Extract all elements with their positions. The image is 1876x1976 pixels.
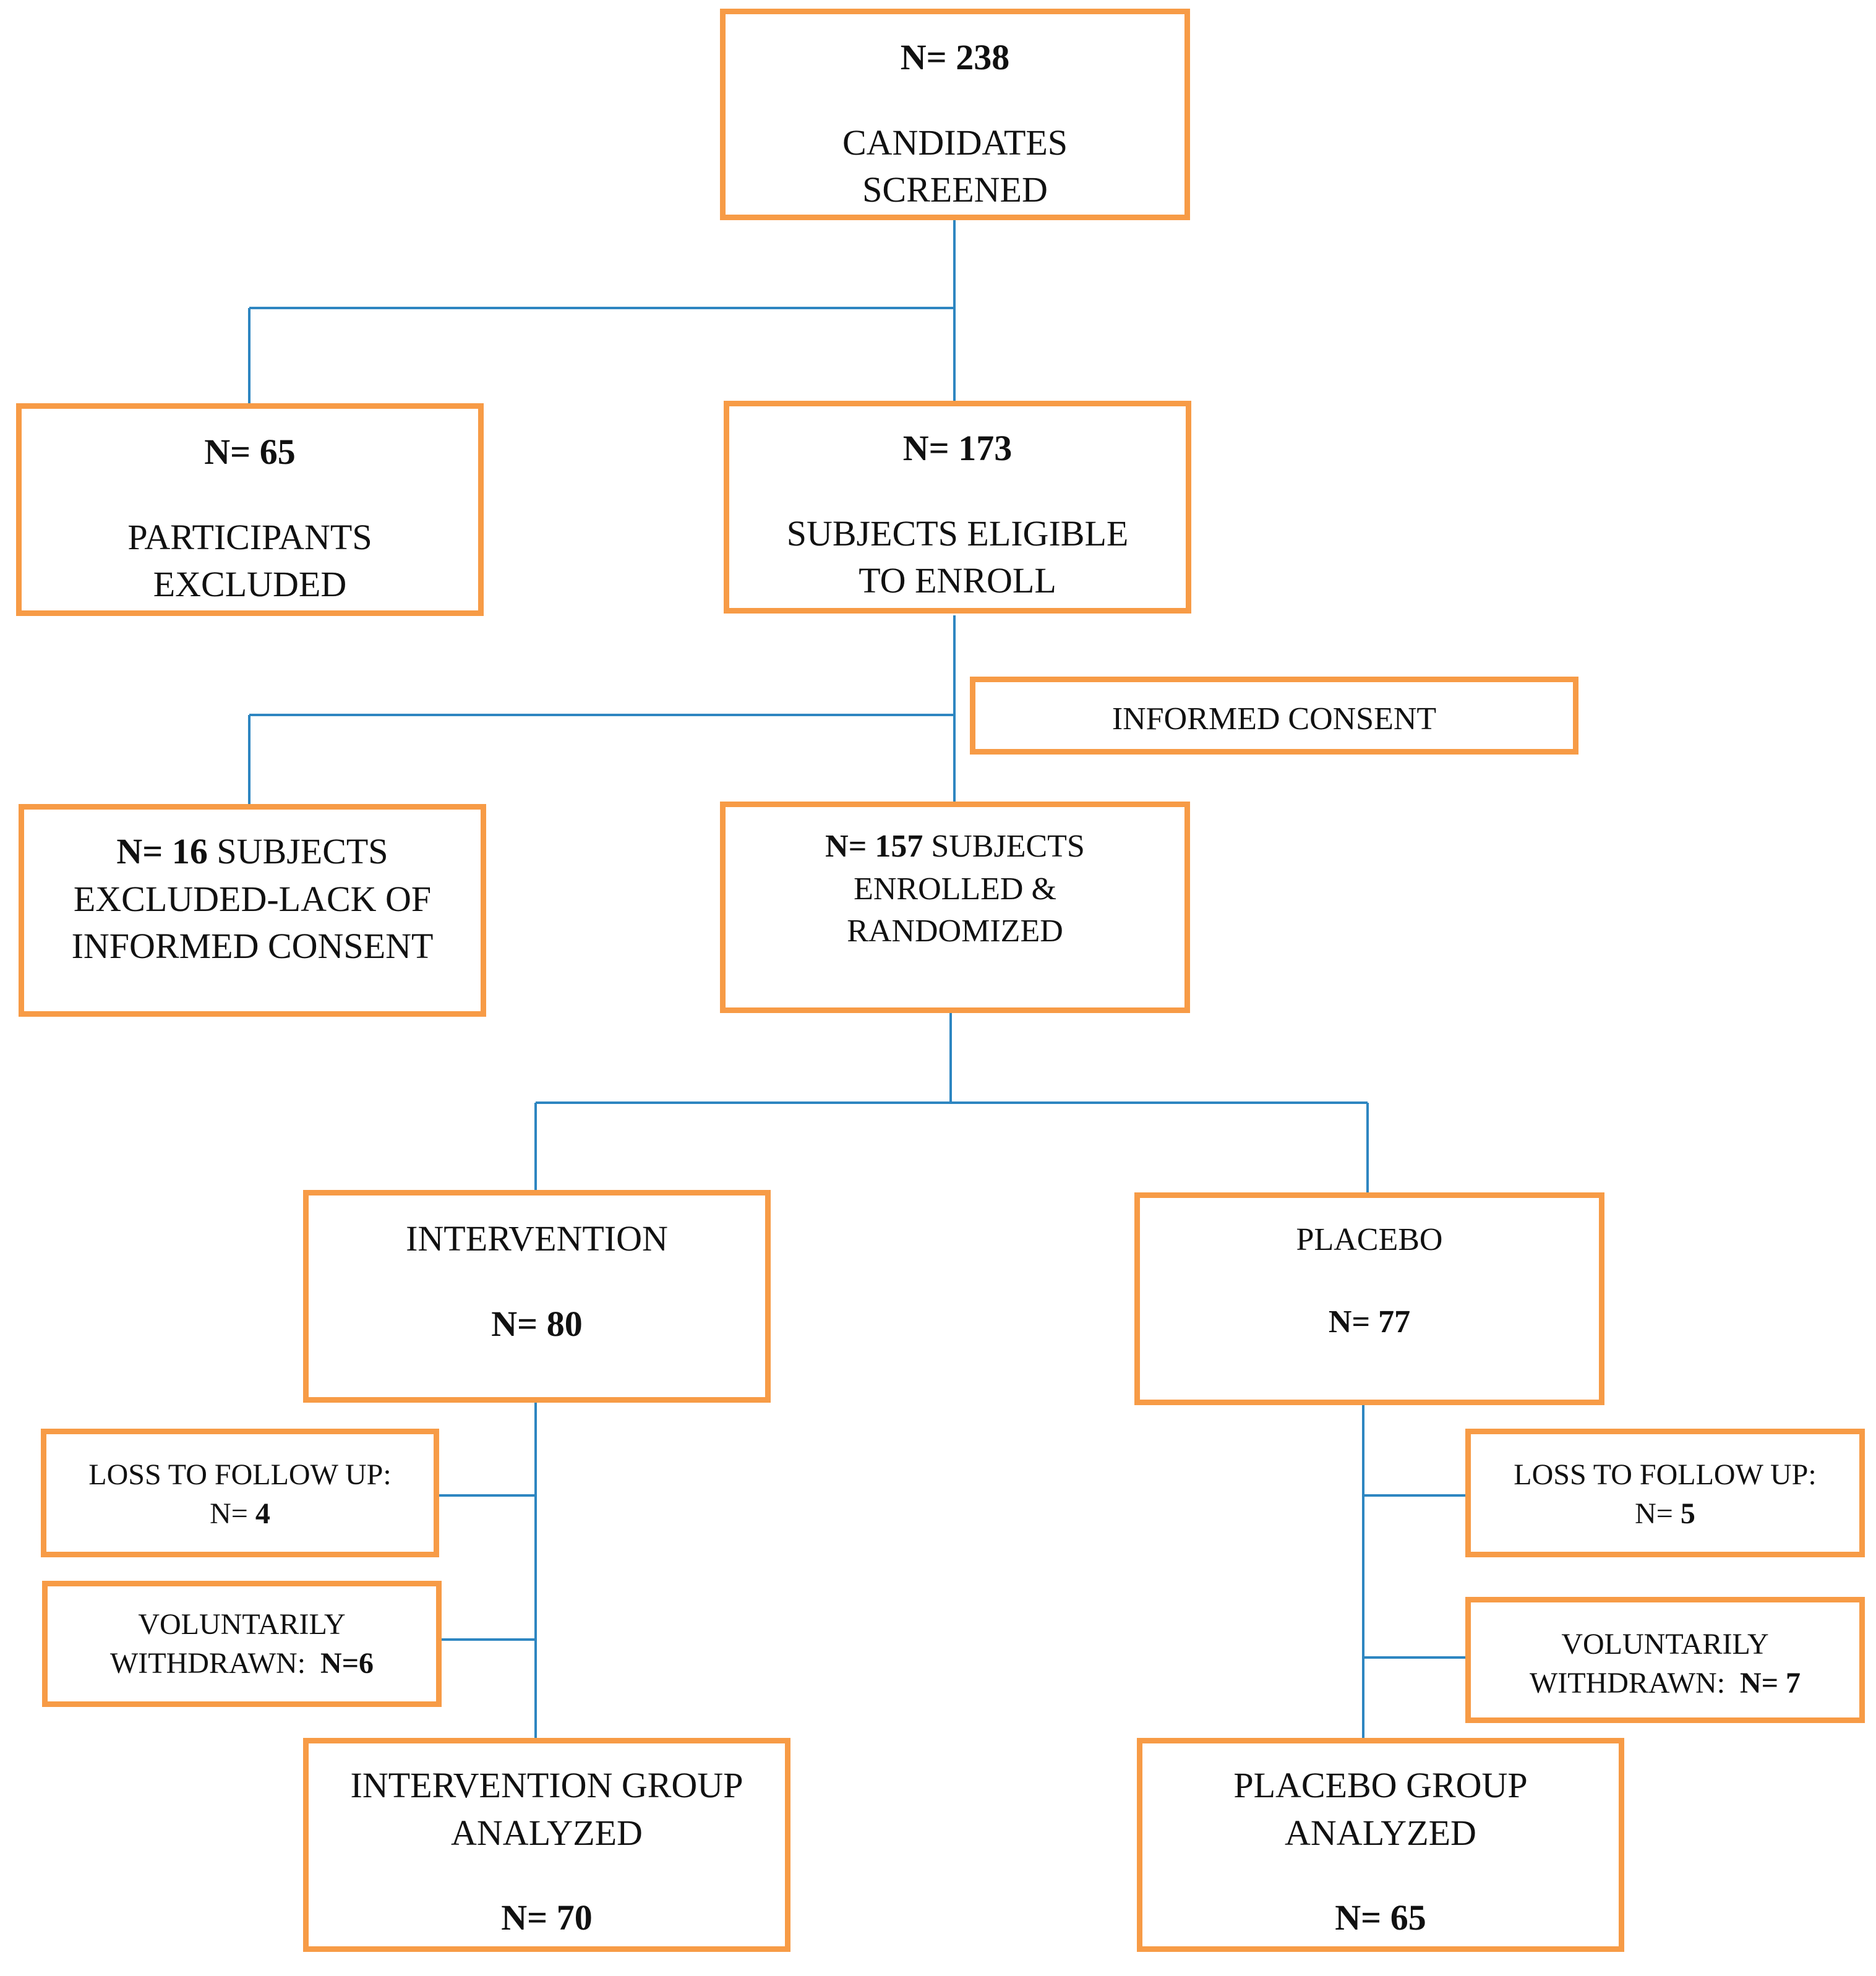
placebo-analyzed-count: N= 65 [1335,1897,1426,1938]
randomized-label-2: ENROLLED & [854,871,1056,907]
intervention-analyzed-label-2: ANALYZED [451,1812,643,1853]
randomized-label-1: SUBJECTS [923,829,1085,864]
excluded-label-1: PARTICIPANTS [127,516,372,557]
placebo-loss-box: LOSS TO FOLLOW UP: N= 5 [1465,1429,1865,1557]
informed-consent-label: INFORMED CONSENT [1111,701,1437,737]
intervention-withdrawn-label-1: VOLUNTARILY [138,1608,346,1641]
intervention-loss-prefix: N= [210,1497,255,1531]
no-consent-label-2: EXCLUDED-LACK OF [73,878,432,919]
intervention-analyzed-label-1: INTERVENTION GROUP [350,1765,743,1805]
screened-label-2: SCREENED [862,169,1048,210]
intervention-loss-box: LOSS TO FOLLOW UP: N= 4 [41,1429,439,1557]
excluded-label-2: EXCLUDED [153,564,347,605]
intervention-withdrawn-count: N=6 [320,1647,374,1680]
placebo-withdrawn-label-2: WITHDRAWN: [1529,1667,1741,1700]
placebo-label: PLACEBO [1296,1222,1443,1257]
excluded-count: N= 65 [204,432,296,472]
placebo-loss-value: 5 [1680,1497,1695,1531]
placebo-box: PLACEBO N= 77 [1134,1192,1604,1405]
placebo-withdrawn-count: N= 7 [1740,1667,1801,1700]
intervention-count: N= 80 [491,1303,583,1344]
placebo-analyzed-label-1: PLACEBO GROUP [1233,1765,1528,1805]
eligible-count: N= 173 [902,428,1013,468]
intervention-analyzed-count: N= 70 [501,1897,593,1938]
placebo-count: N= 77 [1328,1304,1411,1340]
intervention-withdrawn-label-2: WITHDRAWN: [109,1647,321,1680]
no-consent-label-1: SUBJECTS [207,831,388,871]
intervention-box: INTERVENTION N= 80 [303,1190,771,1403]
no-consent-count: N= 16 [116,831,208,871]
screened-label-1: CANDIDATES [842,122,1068,163]
intervention-withdrawn-box: VOLUNTARILY WITHDRAWN: N=6 [42,1581,442,1707]
screened-box: N= 238 CANDIDATES SCREENED [720,9,1190,220]
intervention-loss-value: 4 [255,1497,270,1531]
informed-consent-box: INFORMED CONSENT [970,677,1578,755]
placebo-loss-label: LOSS TO FOLLOW UP: [1514,1458,1817,1491]
placebo-analyzed-label-2: ANALYZED [1285,1812,1476,1853]
intervention-label: INTERVENTION [406,1218,668,1259]
eligible-label-1: SUBJECTS ELIGIBLE [786,513,1129,554]
randomized-label-3: RANDOMIZED [847,913,1063,949]
screened-count: N= 238 [900,37,1010,77]
placebo-analyzed-box: PLACEBO GROUP ANALYZED N= 65 [1137,1738,1624,1952]
randomized-box: N= 157 SUBJECTS ENROLLED & RANDOMIZED [720,802,1190,1013]
intervention-analyzed-box: INTERVENTION GROUP ANALYZED N= 70 [303,1738,790,1952]
eligible-box: N= 173 SUBJECTS ELIGIBLE TO ENROLL [724,401,1191,614]
placebo-loss-prefix: N= [1635,1497,1681,1531]
intervention-loss-label: LOSS TO FOLLOW UP: [88,1458,392,1491]
eligible-label-2: TO ENROLL [859,560,1056,601]
no-consent-label-3: INFORMED CONSENT [71,926,434,967]
placebo-withdrawn-label-1: VOLUNTARILY [1561,1628,1769,1661]
no-consent-box: N= 16 SUBJECTS EXCLUDED-LACK OF INFORMED… [19,804,486,1017]
randomized-count: N= 157 [825,829,923,864]
placebo-withdrawn-box: VOLUNTARILY WITHDRAWN: N= 7 [1465,1597,1865,1723]
excluded-box: N= 65 PARTICIPANTS EXCLUDED [16,403,484,616]
